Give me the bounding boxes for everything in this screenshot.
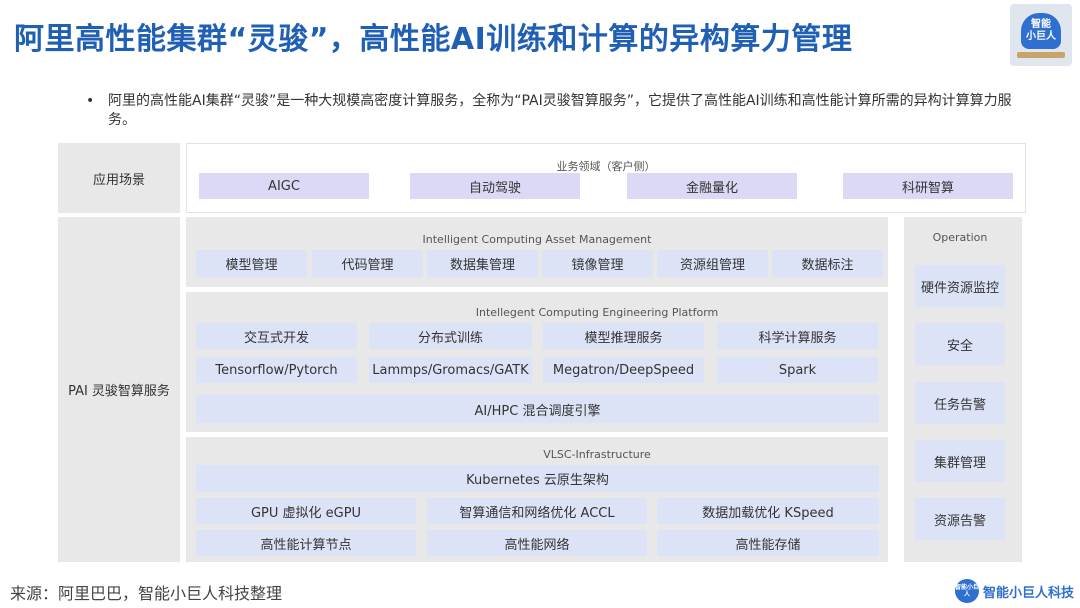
asset-item-dataset-management: 数据集管理 — [427, 250, 538, 277]
source-note: 来源：阿里巴巴，智能小巨人科技整理 — [10, 584, 283, 603]
footer-brand-text: 智能小巨人科技 — [982, 585, 1074, 601]
ops-item-hardware-monitoring: 硬件资源监控 — [915, 265, 1005, 307]
eng-item-spark: Spark — [717, 357, 878, 383]
brand-logo: 智能 小巨人 — [1010, 4, 1072, 66]
ops-item-task-alert: 任务告警 — [915, 382, 1005, 424]
asset-item-model-management: 模型管理 — [196, 250, 307, 277]
asset-item-resource-group-management: 资源组管理 — [657, 250, 768, 277]
infra-item-accl: 智算通信和网络优化 ACCL — [427, 498, 647, 524]
eng-item-interactive-dev: 交互式开发 — [196, 323, 357, 349]
engineering-platform-title: Intellegent Computing Engineering Platfo… — [475, 306, 719, 319]
service-label: PAI 灵骏智算服务 — [68, 384, 170, 399]
robot-icon: 智能 小巨人 — [1021, 12, 1061, 49]
business-item-research-computing: 科研智算 — [843, 173, 1013, 199]
eng-item-distributed-training: 分布式训练 — [369, 323, 532, 349]
infra-item-kspeed: 数据加载优化 KSpeed — [657, 498, 879, 524]
eng-item-model-inference: 模型推理服务 — [543, 323, 704, 349]
asset-item-image-management: 镜像管理 — [542, 250, 653, 277]
business-item-quant-finance: 金融量化 — [627, 173, 797, 199]
eng-item-scientific-computing: 科学计算服务 — [717, 323, 878, 349]
eng-item-megatron-deepspeed: Megatron/DeepSpeed — [543, 357, 704, 383]
infra-item-network: 高性能网络 — [427, 530, 647, 556]
bullet-marker: • — [86, 93, 95, 109]
asset-item-data-labeling: 数据标注 — [772, 250, 883, 277]
infra-item-egpu: GPU 虚拟化 eGPU — [196, 498, 416, 524]
ops-item-cluster-management: 集群管理 — [915, 440, 1005, 482]
logo-line-1: 智能 — [1031, 18, 1051, 30]
infra-item-storage: 高性能存储 — [657, 530, 879, 556]
ops-item-security: 安全 — [915, 323, 1005, 365]
scenario-label: 应用场景 — [92, 172, 145, 188]
scenario-label-panel — [58, 143, 180, 213]
business-item-autonomous-driving: 自动驾驶 — [410, 173, 580, 199]
footer-logo: 智能小巨人 智能小巨人科技 — [954, 578, 1074, 604]
eng-item-tensorflow-pytorch: Tensorflow/Pytorch — [196, 357, 357, 383]
infra-item-kubernetes: Kubernetes 云原生架构 — [196, 465, 879, 492]
page-title: 阿里高性能集群“灵骏”，高性能AI训练和计算的异构算力管理 — [14, 22, 853, 57]
service-label-panel — [58, 217, 180, 562]
business-title: 业务领域（客户侧） — [556, 160, 656, 173]
business-item-aigc: AIGC — [199, 173, 369, 199]
infrastructure-title: VLSC-Infrastructure — [543, 448, 651, 461]
infra-item-compute-nodes: 高性能计算节点 — [196, 530, 416, 556]
intro-text: 阿里的高性能AI集群“灵骏”是一种大规模高密度计算服务，全称为“PAI灵骏智算服… — [108, 93, 1012, 128]
book-icon — [1017, 51, 1065, 58]
logo-line-2: 小巨人 — [1026, 30, 1056, 42]
asset-management-title: Intelligent Computing Asset Management — [422, 233, 652, 246]
eng-item-lammps-gromacs-gatk: Lammps/Gromacs/GATK — [369, 357, 532, 383]
eng-item-hybrid-scheduler: AI/HPC 混合调度引擎 — [196, 395, 879, 423]
asset-item-code-management: 代码管理 — [312, 250, 423, 277]
intro-bullet: • 阿里的高性能AI集群“灵骏”是一种大规模高密度计算服务，全称为“PAI灵骏智… — [86, 92, 1038, 130]
footer-badge-icon: 智能小巨人 — [954, 579, 979, 603]
operation-title: Operation — [932, 231, 988, 244]
ops-item-resource-alert: 资源告警 — [915, 498, 1005, 540]
